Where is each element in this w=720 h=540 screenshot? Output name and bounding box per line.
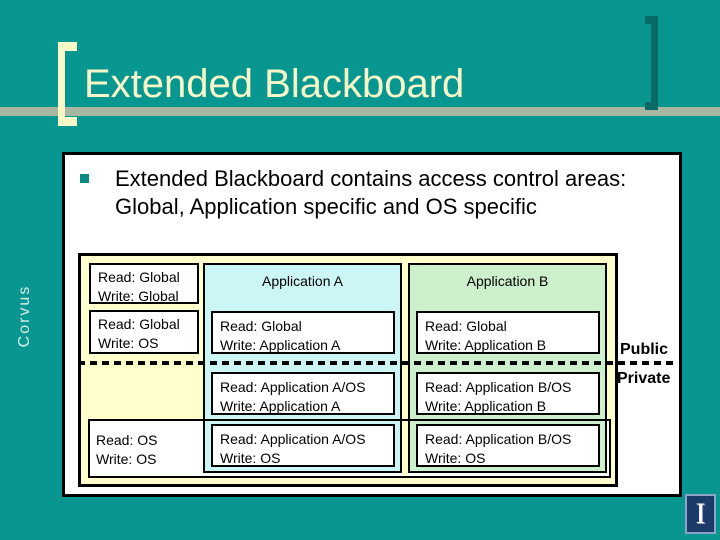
column-i-icon: I	[695, 497, 706, 530]
cell-text: Write: OS	[98, 335, 159, 351]
cell-text: Read: Application A/OS	[220, 379, 366, 395]
cell-global-global: Read: Global Write: Global	[89, 263, 199, 304]
cell-text: Read: Global	[220, 318, 302, 334]
cell-appa-private: Read: Application A/OS Write: Applicatio…	[211, 372, 395, 415]
cell-text: Read: Application B/OS	[425, 431, 572, 447]
cell-text: Read: OS	[96, 432, 158, 448]
bullet-text-line-2: Global, Application specific and OS spec…	[115, 194, 537, 219]
bullet-square-icon	[80, 174, 89, 183]
cell-text: Write: OS	[425, 450, 486, 466]
title-underline-rule	[0, 107, 720, 116]
page-title: Extended Blackboard	[84, 62, 465, 106]
cell-text: Read: Global	[425, 318, 507, 334]
corvus-sidebar-label: Corvus	[16, 284, 33, 348]
cell-appb-private: Read: Application B/OS Write: Applicatio…	[416, 372, 600, 415]
cell-text: Write: Application A	[220, 337, 341, 353]
cell-text: Write: OS	[220, 450, 281, 466]
cell-global-os: Read: Global Write: OS	[89, 310, 199, 354]
cell-text: Write: Application B	[425, 337, 547, 353]
cell-appa-public: Read: Global Write: Application A	[211, 311, 395, 354]
application-b-header: Application B	[466, 273, 549, 289]
private-label: Private	[617, 370, 671, 387]
cell-text: Read: Application A/OS	[220, 431, 366, 447]
cell-text: Write: OS	[96, 451, 157, 467]
os-band-border	[88, 419, 611, 478]
public-private-divider	[78, 361, 677, 365]
cell-appb-os: Read: Application B/OS Write: OS	[416, 424, 600, 467]
cell-os-os: Read: OS Write: OS	[96, 431, 157, 469]
close-bracket-icon	[645, 16, 658, 110]
university-logo: I	[685, 494, 716, 534]
cell-text: Write: Application B	[425, 398, 547, 414]
public-label: Public	[620, 341, 669, 358]
cell-appa-os: Read: Application A/OS Write: OS	[211, 424, 395, 467]
column-gap-patch	[402, 421, 408, 476]
cell-text: Write: Application A	[220, 398, 341, 414]
application-a-header: Application A	[262, 273, 343, 289]
cell-text: Read: Application B/OS	[425, 379, 572, 395]
cell-text: Read: Global	[98, 316, 180, 332]
open-bracket-icon	[58, 42, 77, 126]
cell-appb-public: Read: Global Write: Application B	[416, 311, 600, 354]
cell-text: Read: Global	[98, 269, 180, 285]
cell-text: Write: Global	[98, 288, 179, 304]
bullet-text-line-1: Extended Blackboard contains access cont…	[115, 166, 627, 191]
